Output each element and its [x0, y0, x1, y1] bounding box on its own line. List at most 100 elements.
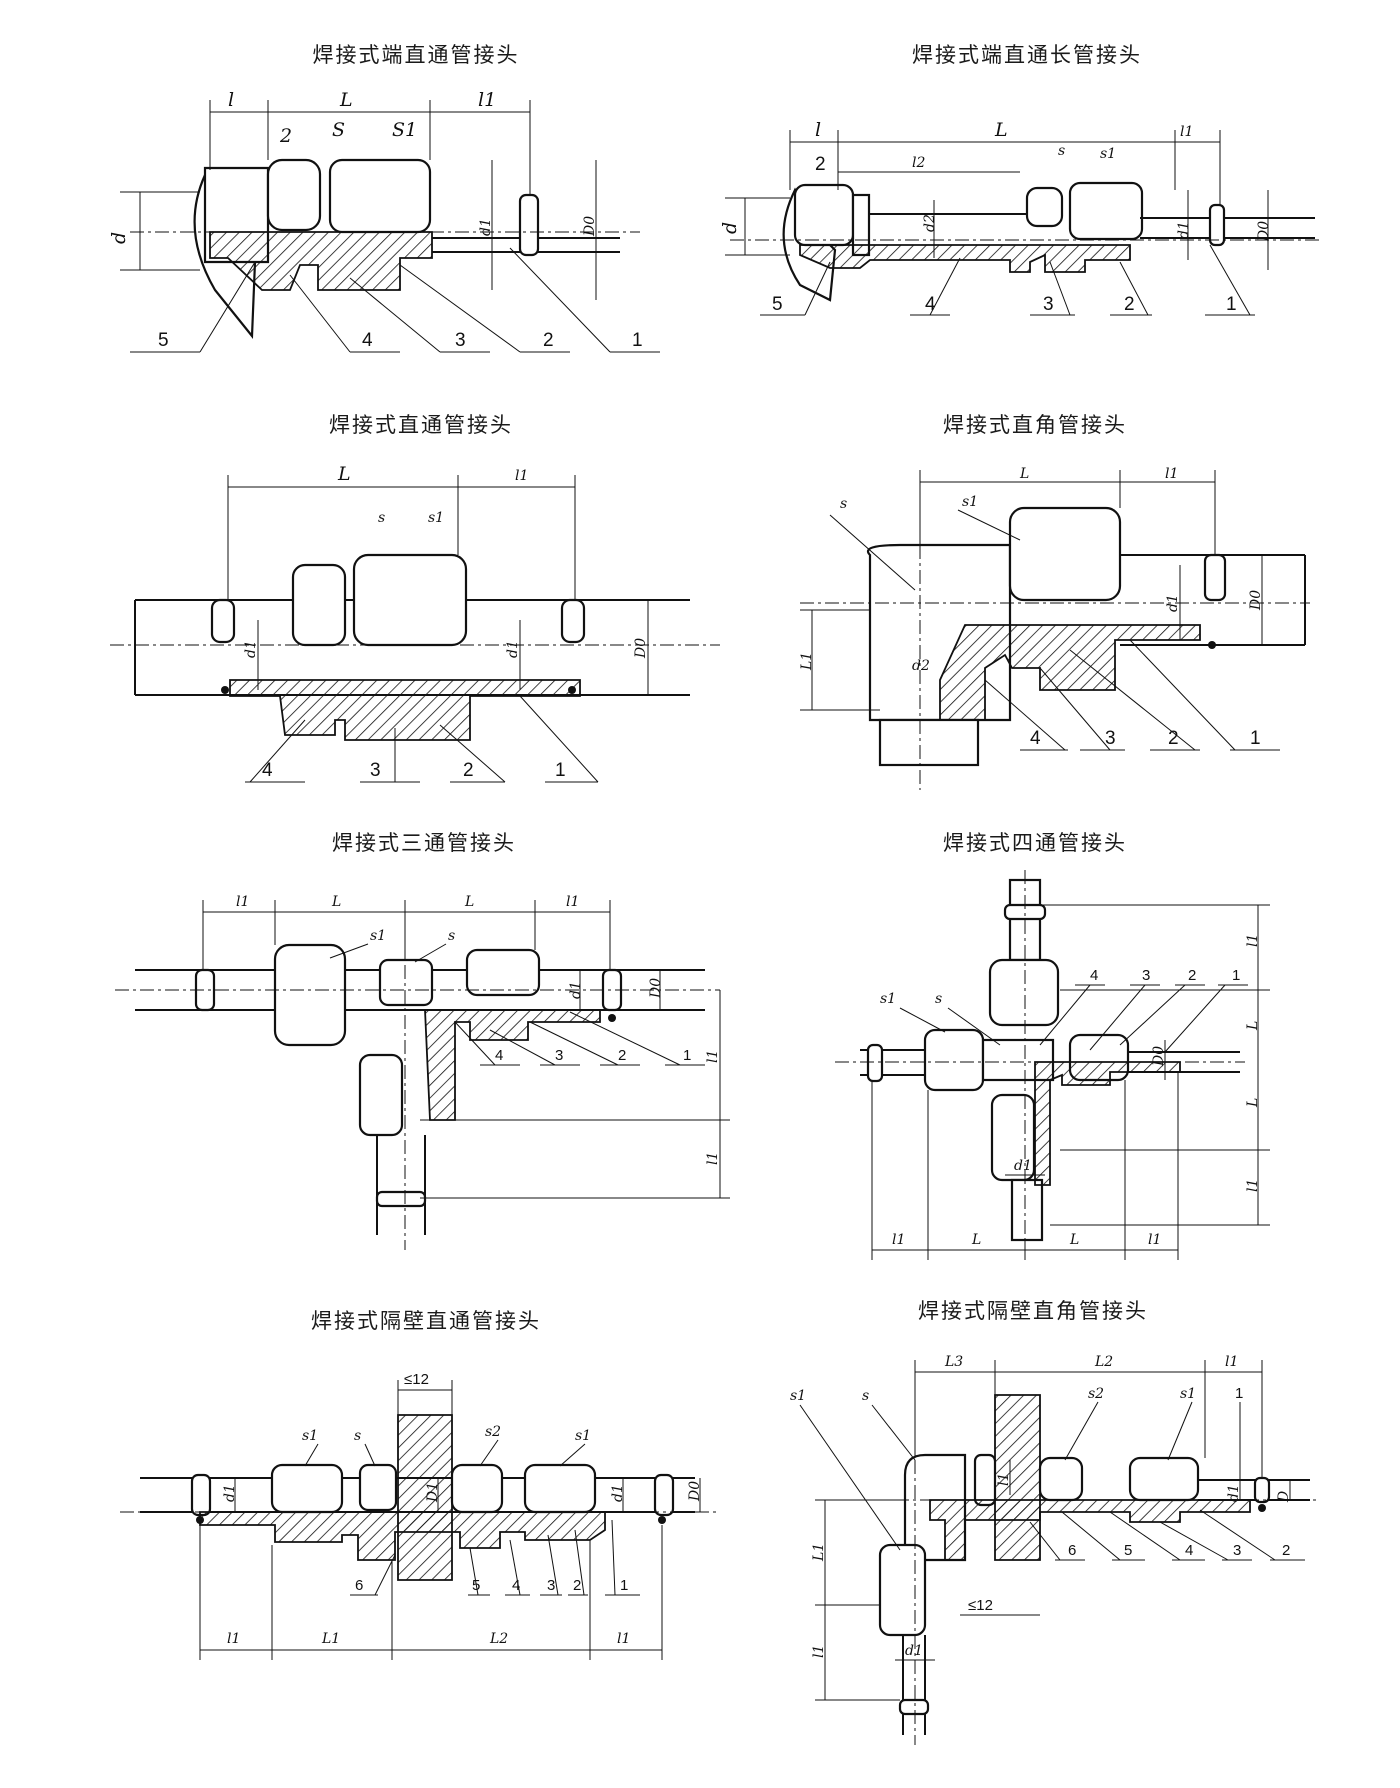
nut-s1 — [1008, 506, 1122, 602]
dim-label: L1 — [321, 1631, 340, 1647]
panel-title: 焊接式端直通管接头 — [313, 43, 520, 67]
part-number: 2 — [618, 1047, 626, 1064]
part-number: 4 — [1185, 1542, 1193, 1559]
dim-label: ≤12 — [404, 1371, 429, 1388]
part-number: 3 — [555, 1047, 563, 1064]
dim-label: d1 — [1176, 221, 1192, 239]
weld-ring — [375, 1190, 427, 1208]
dim-label: d1 — [568, 981, 584, 999]
nut-s1-down — [358, 1053, 404, 1137]
weld-ring — [866, 1043, 884, 1083]
part-number: 3 — [455, 330, 466, 351]
nut-s1 — [1068, 181, 1144, 241]
dim-label: d1 — [610, 1484, 626, 1502]
dim-label: d1 — [222, 1484, 238, 1502]
dim-label: l1 — [236, 894, 249, 910]
nut-s1-left — [273, 943, 347, 1047]
panel-bulkhead-straight: 焊接式隔壁直通管接头 ≤12 s1 s s2 s1 d1 D1 d1 D0 — [120, 1309, 720, 1660]
part-number: 6 — [1068, 1542, 1076, 1559]
panel-weld-tee: 焊接式三通管接头 l1 L L l1 s1 s d1 D0 — [115, 831, 730, 1250]
dim-label: 2 — [279, 125, 292, 147]
dim-label: l1 — [705, 1050, 721, 1063]
dim-label: L1 — [799, 652, 815, 671]
dim-label: s — [862, 1388, 869, 1404]
dim-label: s — [1058, 143, 1065, 159]
panel-title: 焊接式直角管接头 — [943, 413, 1127, 437]
dim-label: D0 — [687, 1481, 703, 1502]
dim-label: l1 — [227, 1631, 240, 1647]
dim-label: s — [935, 991, 942, 1007]
dim-label: s1 — [1180, 1386, 1196, 1402]
part-number: 1 — [555, 760, 566, 781]
dim-label: d1 — [505, 640, 521, 658]
part-number: 1 — [1226, 294, 1237, 315]
part-number: 4 — [362, 330, 373, 351]
nut-s1-down — [878, 1543, 927, 1637]
weld-ring — [518, 193, 540, 257]
dim-label: l1 — [617, 1631, 630, 1647]
nut-s — [358, 1463, 398, 1512]
part-number: 3 — [1142, 967, 1150, 984]
part-number: 6 — [355, 1577, 363, 1594]
dim-label: D0 — [633, 638, 649, 659]
dim-label: d1 — [1165, 594, 1181, 612]
dim-label: d1 — [478, 218, 494, 236]
dim-label: s1 — [575, 1428, 591, 1444]
part-number: 2 — [543, 330, 554, 351]
part-number: 2 — [1188, 967, 1196, 984]
weld-ring — [653, 1473, 675, 1517]
part-number: 5 — [1124, 1542, 1132, 1559]
dim-label: ≤12 — [968, 1597, 993, 1614]
dim-label: l1 — [1245, 934, 1261, 947]
dim-label: d — [719, 222, 741, 234]
dim-label: S1 — [392, 119, 417, 141]
section-hatch — [939, 624, 1201, 721]
dim-label: L3 — [944, 1354, 963, 1370]
section-hatch — [1034, 1061, 1181, 1186]
part-number: 3 — [1043, 294, 1054, 315]
part-number: 4 — [1030, 728, 1041, 749]
nut-s2 — [450, 1463, 504, 1514]
nut-s1-right — [465, 948, 541, 997]
part-number: 3 — [370, 760, 381, 781]
dim-label: s1 — [790, 1388, 806, 1404]
dim-label: s1 — [302, 1428, 318, 1444]
dim-label: l1 — [1165, 466, 1178, 482]
dim-label: s1 — [962, 494, 978, 510]
weld-ring — [190, 1473, 212, 1517]
weld-ring — [1203, 553, 1227, 602]
dim-label: l1 — [478, 89, 496, 111]
panel-title: 焊接式直通管接头 — [329, 413, 513, 437]
nut-s1 — [328, 158, 432, 234]
weld-ring — [1208, 203, 1226, 247]
part-number: 1 — [683, 1047, 691, 1064]
dim-label: L — [971, 1232, 981, 1248]
weld-ring — [210, 598, 236, 644]
dim-label: s1 — [1100, 146, 1116, 162]
panel-title: 焊接式隔壁直角管接头 — [918, 1299, 1148, 1323]
dim-label: L — [331, 894, 341, 910]
dim-label: d2 — [912, 658, 930, 674]
panel-weld-end-straight-long: 焊接式端直通长管接头 l L l1 2 l2 s s1 d d2 d1 D0 — [719, 43, 1320, 316]
part-number: 5 — [772, 294, 783, 315]
dim-label: s1 — [370, 928, 386, 944]
nut-s — [1025, 186, 1064, 228]
part-number: 1 — [1250, 728, 1261, 749]
panel-title: 焊接式三通管接头 — [332, 831, 516, 855]
dim-label: l — [228, 89, 234, 111]
dim-label: L — [1245, 1098, 1261, 1108]
dim-label: d1 — [243, 640, 259, 658]
section-hatch — [209, 231, 433, 291]
dim-label: s2 — [1088, 1386, 1104, 1402]
tee-body — [378, 958, 434, 1007]
dim-label: D0 — [582, 216, 598, 237]
dim-label: L — [337, 463, 351, 485]
dim-label: l1 — [705, 1152, 721, 1165]
part-number: 1 — [1232, 967, 1240, 984]
nut-left — [923, 1028, 985, 1092]
panel-title: 焊接式端直通长管接头 — [912, 43, 1142, 67]
dim-label: s1 — [880, 991, 896, 1007]
part-number: 1 — [632, 330, 643, 351]
part-number: 2 — [463, 760, 474, 781]
dim-label: l — [815, 119, 821, 141]
